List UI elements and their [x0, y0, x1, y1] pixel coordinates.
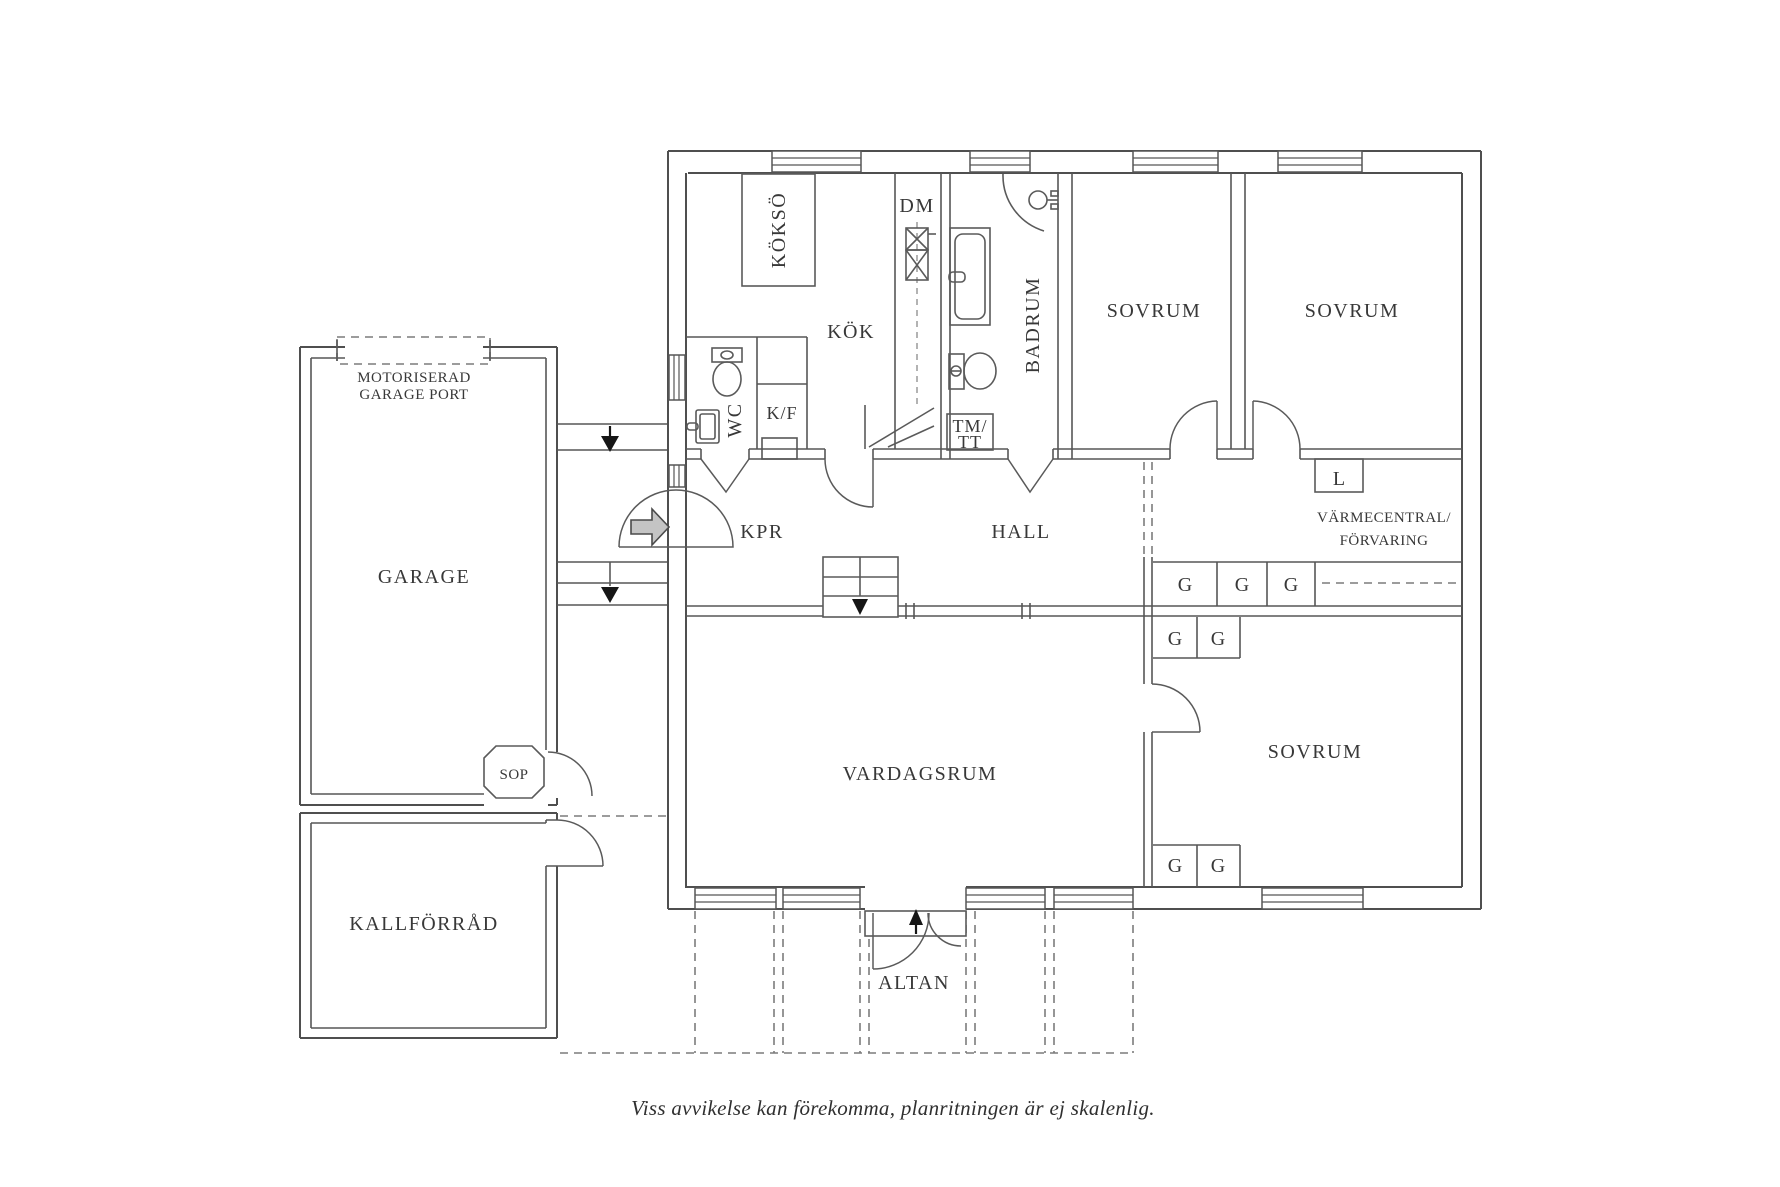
walkway-connectors [557, 423, 668, 606]
sovrum-1-door [1169, 400, 1218, 450]
counter-break-icon [864, 405, 935, 449]
vardagsrum: VARDAGSRUM [843, 763, 998, 785]
kitchen: KÖKSÖ KÖK DM [741, 173, 936, 508]
sovrum-2-door [1252, 400, 1301, 450]
kitchen-door [824, 458, 874, 508]
sovrum-3-closets-top: G G [1153, 617, 1241, 659]
sovrum-3-door [1151, 683, 1201, 733]
caption-text: Viss avvikelse kan förekomma, planritnin… [631, 1096, 1155, 1120]
altan-arrow-icon [909, 909, 923, 934]
hall: HALL KPR [618, 489, 1050, 618]
kallforrad: KALLFÖRRÅD [299, 812, 604, 1039]
wc-room: WC [686, 347, 750, 494]
sop-label: SOP [499, 767, 528, 783]
closet-g-label: G [1284, 574, 1298, 596]
garage-building: MOTORISERAD GARAGE PORT GARAGE SOP KALLF… [299, 336, 668, 1039]
sovrum-1: SOVRUM [1107, 300, 1218, 450]
room-label-kallforrad: KALLFÖRRÅD [349, 912, 498, 935]
wc-toilet-icon [711, 347, 743, 397]
stairs-icon [822, 556, 899, 618]
altan-door [872, 912, 962, 970]
room-label-altan: ALTAN [878, 972, 950, 994]
altan-deck: ALTAN [560, 909, 1134, 1054]
walkway-arrow-top-icon [601, 426, 619, 452]
sovrum-3-closets-bottom: G G [1153, 844, 1241, 887]
window-bottom-sovrum [1261, 887, 1364, 910]
tm-tt-label-line2: TT [958, 432, 982, 452]
washer-dryer: TM/ TT [946, 413, 994, 452]
closet-g-label: G [1211, 628, 1225, 650]
window-left-wc [668, 354, 686, 401]
main-building: KÖKSÖ KÖK DM [618, 150, 1482, 910]
sop-chute: SOP [483, 745, 593, 799]
window-top-badrum [969, 150, 1031, 173]
garage-walls [299, 346, 558, 806]
kallforrad-door [556, 819, 604, 867]
entry-door [618, 489, 734, 548]
tm-tt-label-line1: TM/ [952, 416, 987, 436]
kf-label: K/F [766, 403, 797, 423]
room-label-badrum: BADRUM [1022, 277, 1044, 374]
wc-door [700, 458, 750, 494]
wc-label: WC [724, 402, 746, 437]
closet-g-label: G [1168, 628, 1182, 650]
closet-g-label: G [1178, 574, 1192, 596]
room-label-sovrum-3: SOVRUM [1268, 741, 1363, 763]
shower-icon [1002, 173, 1059, 232]
walkway-arrow-bottom-icon [601, 587, 619, 603]
room-label-kokso: KÖKSÖ [767, 192, 790, 268]
window-bottom-vardagsrum-1 [694, 887, 777, 910]
open-boundary-dashed [1143, 462, 1153, 556]
kf-cabinet: K/F [766, 403, 797, 423]
room-label-sovrum-1: SOVRUM [1107, 300, 1202, 322]
window-left-kpr [668, 464, 686, 488]
kitchen-island [741, 173, 816, 287]
varmecentral-label-line1: VÄRMECENTRAL/ [1317, 509, 1451, 526]
sovrum-2: SOVRUM [1252, 300, 1400, 450]
entry-arrow-icon [630, 506, 671, 548]
badrum: TM/ TT BADRUM [946, 173, 1059, 494]
badrum-door [1007, 458, 1054, 494]
window-bottom-vardagsrum-2 [782, 887, 861, 910]
garage-port [336, 336, 491, 365]
hall-closets: G G G [1153, 561, 1462, 606]
room-label-kpr: KPR [740, 521, 783, 543]
kitchen-sink-icon [905, 227, 936, 281]
garage-port-note-line1: MOTORISERAD [357, 370, 471, 386]
altan-entrance [864, 909, 967, 970]
room-label-vardagsrum: VARDAGSRUM [843, 763, 998, 785]
garage-port-note-line2: GARAGE PORT [359, 387, 468, 403]
room-label-garage: GARAGE [378, 566, 470, 588]
interior-walls [686, 173, 1462, 887]
window-bottom-vardagsrum-4 [1053, 887, 1134, 910]
windows [668, 150, 1364, 910]
room-label-hall: HALL [991, 521, 1050, 543]
room-label-kok: KÖK [827, 320, 875, 343]
closet-g-label: G [1235, 574, 1249, 596]
wc-basin-icon [686, 409, 720, 444]
window-top-sovrum-2 [1277, 150, 1363, 173]
varmecentral-label-line2: FÖRVARING [1340, 532, 1429, 549]
room-label-sovrum-2: SOVRUM [1305, 300, 1400, 322]
closet-g-label: G [1211, 855, 1225, 877]
window-top-sovrum-1 [1132, 150, 1219, 173]
l-label: L [1333, 468, 1345, 490]
toilet-icon [948, 352, 997, 390]
bathtub-icon [948, 227, 991, 326]
varmecentral: L VÄRMECENTRAL/ FÖRVARING G G G [1143, 458, 1462, 606]
sovrum-3: G G G G SOVRUM [1151, 617, 1363, 887]
dm-column: DM [864, 195, 936, 449]
l-cabinet: L [1314, 458, 1364, 493]
closet-g-label: G [1168, 855, 1182, 877]
window-bottom-vardagsrum-3 [965, 887, 1046, 910]
dm-label: DM [899, 195, 934, 217]
window-top-kok [771, 150, 862, 173]
